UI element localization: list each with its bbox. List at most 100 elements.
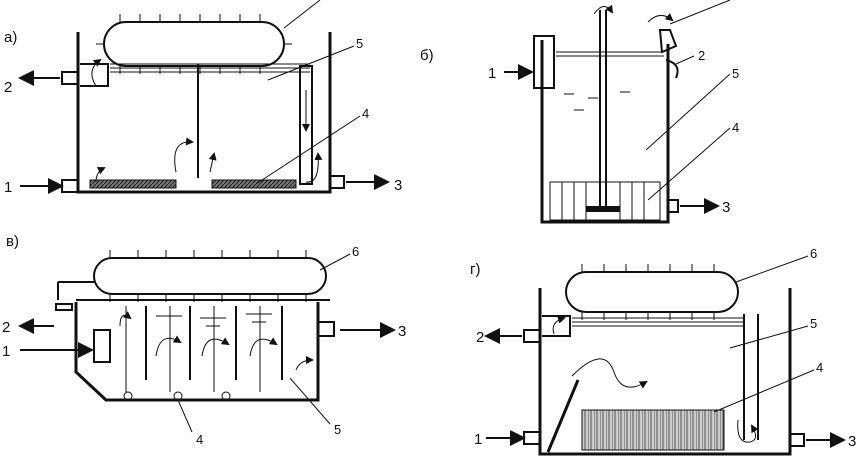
panel-g-foam-trough <box>542 315 571 337</box>
panel-b-water-marks <box>564 91 630 111</box>
panel-g-flow-arrow <box>571 358 648 389</box>
panel-a-label-3: 3 <box>394 177 402 194</box>
panel-v-inner-baffles <box>125 306 261 392</box>
panel-g-nozzle-3 <box>789 433 805 447</box>
panel-v-title: в) <box>6 233 19 250</box>
panel-a-label-5: 5 <box>356 36 363 51</box>
panel-g-leader-4 <box>713 369 815 413</box>
panel-v-nozzle-2 <box>55 303 73 311</box>
panel-g-nozzle-1 <box>523 431 541 445</box>
panel-g-leader-6 <box>735 255 809 283</box>
panel-g-leader-5 <box>729 325 809 349</box>
panel-b-water-surface <box>556 51 664 57</box>
panel-g-scraper-blades <box>581 264 715 320</box>
panel-g-label-3: 3 <box>848 433 856 450</box>
panel-v-scraper-blades <box>109 250 307 302</box>
panel-v: в) 2 1 <box>2 233 406 447</box>
panel-a-flow-arrow-1 <box>174 137 194 173</box>
panel-a-nozzle-1 <box>61 179 79 193</box>
panel-v-flow-arrow-5 <box>295 356 314 371</box>
panel-a-scraper-blades <box>96 0 321 74</box>
panel-a-flow-arrow-3 <box>95 167 106 183</box>
panel-a-outlet-pipe <box>299 65 313 185</box>
panel-g-label-1: 1 <box>474 431 482 448</box>
panel-a: а) <box>4 0 402 196</box>
panel-b-leader-6 <box>669 0 731 25</box>
panel-g-foam-layer <box>572 317 744 327</box>
panel-g-label-4: 4 <box>816 360 823 375</box>
panel-g-filter-block <box>581 409 725 451</box>
panel-v-aerator-3 <box>221 391 231 401</box>
panel-b-title: б) <box>420 47 434 64</box>
panel-v-flow-arrow-3 <box>201 337 230 357</box>
panel-b-label-4: 4 <box>732 120 739 135</box>
panel-v-label-5: 5 <box>334 422 341 437</box>
panel-a-aerator-left <box>89 179 177 189</box>
panel-b-stator-blades <box>561 182 645 220</box>
panel-v-foam-trough <box>57 281 94 300</box>
panel-g-outlet-pipe <box>743 314 759 440</box>
panel-a-title: а) <box>4 29 17 46</box>
panel-v-scraper-conveyor <box>93 257 327 295</box>
panel-a-scraper-conveyor <box>103 21 285 67</box>
panel-v-aerator-1 <box>123 391 133 401</box>
panel-b-tank <box>540 40 670 224</box>
panel-v-nozzle-3 <box>317 321 335 337</box>
panel-g-nozzle-2 <box>523 329 541 343</box>
panel-a-tank <box>76 32 332 194</box>
panel-a-foam-arrow <box>91 58 102 87</box>
panel-b-label-3: 3 <box>722 199 730 216</box>
panel-b-foam-scraper <box>658 29 678 54</box>
panel-v-leader-6 <box>319 253 351 271</box>
panel-a-flow-arrow-4 <box>305 152 323 183</box>
panel-b-leader-4 <box>647 127 731 201</box>
panel-v-flow-arrow-1 <box>119 311 132 327</box>
panel-a-leader-5 <box>267 45 355 81</box>
panel-v-label-6: 6 <box>352 244 359 259</box>
panel-g-label-6: 6 <box>810 246 817 261</box>
panel-a-leader-4 <box>255 115 361 185</box>
panel-b-impeller <box>586 206 620 212</box>
panel-b-leader-2 <box>675 55 695 65</box>
panel-b-nozzle-3 <box>667 199 679 213</box>
panel-v-water-marks <box>156 313 272 327</box>
panel-b-inlet-box <box>533 35 555 89</box>
panel-b-label-2: 2 <box>698 48 705 63</box>
panel-g-tank <box>538 288 792 456</box>
panel-v-flow-arrow-2 <box>155 335 182 357</box>
panel-a-foam-layer <box>110 63 310 73</box>
panel-b-stator <box>549 181 661 221</box>
panel-a-label-2: 2 <box>4 79 12 96</box>
panel-v-leader-4 <box>177 399 193 433</box>
panel-g-inclined-baffle <box>546 379 580 453</box>
panel-a-label-1: 1 <box>4 179 12 196</box>
panel-b-label-1: 1 <box>488 65 496 82</box>
panel-g-scraper-conveyor <box>565 271 739 313</box>
panel-v-leader-5 <box>289 377 331 425</box>
panel-v-inlet-distributor <box>93 329 111 363</box>
panel-a-flow-arrow-2 <box>208 152 217 173</box>
panel-b-foam-outlet <box>665 59 679 79</box>
panel-v-label-4: 4 <box>196 432 203 447</box>
panel-g-foam-arrow <box>552 315 566 335</box>
panel-g-label-5: 5 <box>810 316 817 331</box>
panel-v-label-2: 2 <box>2 319 10 336</box>
panel-v-tank <box>74 302 320 402</box>
panel-g: г) 2 1 3 6 5 4 <box>470 246 856 456</box>
panel-a-nozzle-2 <box>61 71 79 85</box>
panel-g-pipe-arrow <box>737 419 759 443</box>
panel-v-label-1: 1 <box>2 343 10 360</box>
panel-b-rotation-arrow <box>593 4 614 15</box>
panel-g-label-2: 2 <box>476 329 484 346</box>
panel-b-shaft <box>599 10 607 208</box>
panel-a-aerator-right <box>211 179 297 189</box>
panel-a-nozzle-3 <box>329 175 345 189</box>
panel-b-leader-5 <box>645 73 731 151</box>
panel-v-label-3: 3 <box>398 323 406 340</box>
panel-a-label-4: 4 <box>362 106 369 121</box>
panel-b-label-5: 5 <box>732 66 739 81</box>
panel-b: б) 1 2 5 4 3 <box>420 0 739 224</box>
panel-v-partitions <box>145 306 283 380</box>
